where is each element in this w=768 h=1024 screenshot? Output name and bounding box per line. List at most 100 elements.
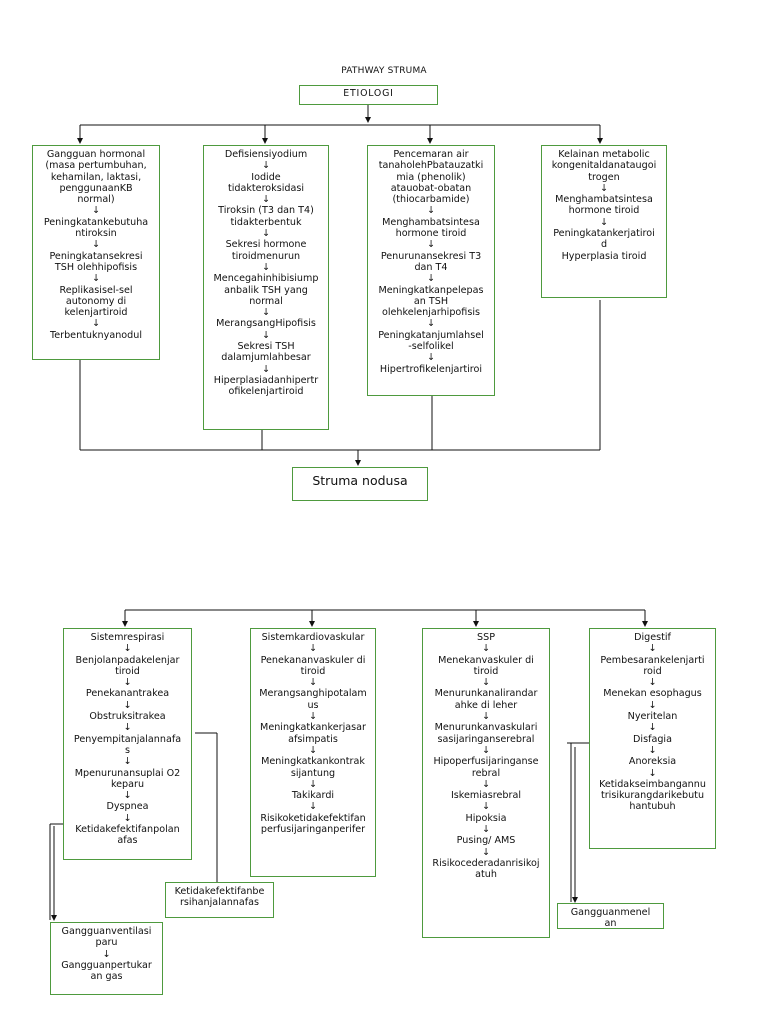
pathway-step: Menghambatsintesa <box>555 194 653 206</box>
pathway-step: Benjolanpadakelenjar <box>75 654 180 666</box>
pathway-step: olehkelenjarhipofisis <box>381 307 480 319</box>
down-arrow-icon: ↓ <box>648 767 657 779</box>
pathway-step: Mpenurunansuplai O2 <box>74 767 181 779</box>
pathway-step: Penyempitanjalannafa <box>73 733 182 745</box>
pathway-step: Meningkatkankontrak <box>261 756 365 768</box>
pathway-step: afsimpatis <box>288 733 338 745</box>
down-arrow-icon: ↓ <box>648 744 657 756</box>
pathway-step: paru <box>95 937 118 949</box>
pathway-step: sasijaringanserebral <box>437 733 535 745</box>
pathway-step: tidakteroksidasi <box>227 182 305 194</box>
pathway-step: (masa pertumbuhan, <box>45 160 147 172</box>
down-arrow-icon: ↓ <box>123 677 132 689</box>
down-arrow-icon: ↓ <box>481 846 491 858</box>
pathway-step: Peningkatankebutuha <box>43 216 149 228</box>
pathway-step: autonomy di <box>65 295 127 307</box>
down-arrow-icon: ↓ <box>481 643 491 655</box>
pathway-step: Hyperplasia tiroid <box>561 250 647 262</box>
down-arrow-icon: ↓ <box>123 790 132 802</box>
pathway-step: hormone tiroid <box>395 228 467 240</box>
pathway-step: Gangguan hormonal <box>46 149 146 160</box>
pathway-step: Takikardi <box>291 790 335 802</box>
pathway-step: Obstruksitrakea <box>89 711 166 723</box>
pathway-step: an gas <box>90 971 123 983</box>
down-arrow-icon: ↓ <box>123 812 132 824</box>
down-arrow-icon: ↓ <box>426 205 436 217</box>
pathway-step: perfusijaringanperifer <box>260 824 366 836</box>
pathway-step: an TSH <box>413 295 449 307</box>
pathway-step: tiroidmenurun <box>231 250 301 262</box>
pathway-step: afas <box>117 835 138 847</box>
pathway-step: Peningkatanjumlahsel <box>378 329 484 341</box>
pathway-step: Iskemiasrebral <box>450 790 522 802</box>
pathway-step: Hipoperfusijaringanse <box>433 756 539 768</box>
down-arrow-icon: ↓ <box>261 228 271 240</box>
pathway-step: d <box>600 239 608 251</box>
pathway-step: TSH olehhipofisis <box>54 261 138 273</box>
down-arrow-icon: ↓ <box>426 239 436 251</box>
pathway-step: Anoreksia <box>628 756 677 768</box>
pathway-step: kelenjartiroid <box>64 307 128 319</box>
pathway-step: tiroid <box>115 665 140 677</box>
down-arrow-icon: ↓ <box>308 643 318 655</box>
pathway-step: Digestif <box>634 632 671 643</box>
down-arrow-icon: ↓ <box>481 711 491 723</box>
pathway-step: trisikurangdarikebutu <box>600 790 705 802</box>
pathway-step: Iodide <box>251 171 281 183</box>
pathway-step: s <box>125 744 130 756</box>
down-arrow-icon: ↓ <box>426 273 436 285</box>
pathway-step: Penurunansekresi T3 <box>380 250 482 262</box>
pathway-step: MerangsangHipofisis <box>216 318 316 330</box>
pathway-step: tiroid <box>300 665 326 677</box>
cause-box-hormonal: Gangguan hormonal(masa pertumbuhan,keham… <box>32 145 160 360</box>
pathway-step: kehamilan, laktasi, <box>50 171 142 183</box>
down-arrow-icon: ↓ <box>261 194 271 206</box>
down-arrow-icon: ↓ <box>308 711 318 723</box>
pathway-step: -selfolikel <box>408 341 454 353</box>
down-arrow-icon: ↓ <box>91 205 101 217</box>
down-arrow-icon: ↓ <box>599 216 609 228</box>
pathway-step: kongenitaldanataugoi <box>551 160 657 172</box>
cause-box-text: Gangguan hormonal(masa pertumbuhan,keham… <box>37 149 155 341</box>
down-arrow-icon: ↓ <box>261 307 271 319</box>
down-arrow-icon: ↓ <box>308 801 318 813</box>
pathway-step: SSP <box>477 632 495 643</box>
pathway-step: Meningkatkanpelepas <box>378 284 484 296</box>
pathway-step: Ketidakseimbangannu <box>599 778 706 790</box>
etiologi-box: ETIOLOGI <box>299 85 438 105</box>
pathway-step: hormone tiroid <box>568 205 640 217</box>
pathway-step: Sistemkardiovaskular <box>261 632 365 643</box>
down-arrow-icon: ↓ <box>91 273 101 285</box>
pathway-step: Pusing/ AMS <box>456 835 516 847</box>
pathway-step: Terbentuknyanodul <box>50 329 142 341</box>
pathway-step: atauobat-obatan <box>390 182 472 194</box>
pathway-step: dalamjumlahbesar <box>221 352 311 364</box>
pathway-step: Ketidakefektifanpolan <box>75 824 180 836</box>
pathway-step: penggunaanKB <box>59 182 133 194</box>
down-arrow-icon: ↓ <box>91 239 101 251</box>
pathway-step: normal) <box>77 194 115 206</box>
pathway-step: Sistemrespirasi <box>90 632 165 643</box>
pathway-step: keparu <box>110 778 145 790</box>
pathway-step: anbalik TSH yang <box>224 284 308 296</box>
pathway-step: Menekan esophagus <box>603 688 702 700</box>
pathway-step: Hipertrofikelenjartiroi <box>379 363 483 375</box>
pathway-step: Risikocederadanrisikoj <box>432 857 540 869</box>
pathway-step: Pembesarankelenjarti <box>600 654 705 666</box>
pathway-step: Dyspnea <box>106 801 149 813</box>
pathway-step: Replikasisel-sel <box>59 284 133 296</box>
pathway-step: Gangguanventilasi <box>61 926 152 937</box>
pathway-step: an <box>604 918 617 929</box>
pathway-step: Mencegahinhibisiump <box>213 273 319 285</box>
pathway-step: roid <box>643 665 662 677</box>
